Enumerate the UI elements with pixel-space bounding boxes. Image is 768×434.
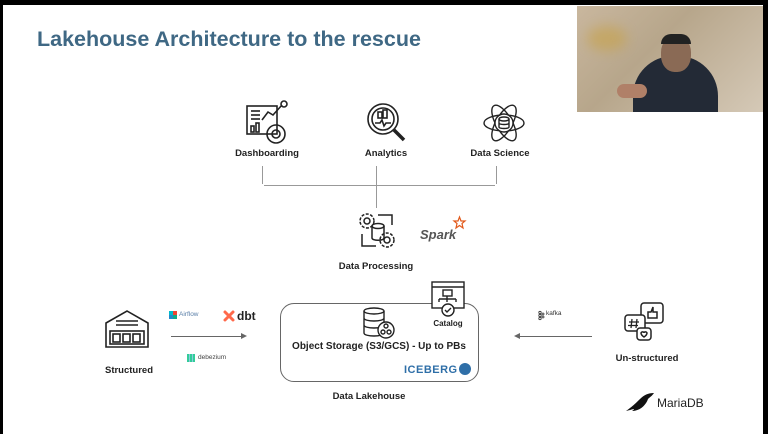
dbt-logo: dbt: [237, 309, 256, 323]
arrow-head-icon: [241, 333, 247, 339]
kafka-icon: [538, 310, 545, 321]
data-lakehouse-label: Data Lakehouse: [332, 391, 406, 402]
connector-line: [264, 185, 495, 186]
arrow-right: [171, 336, 243, 337]
dashboard-icon: [246, 100, 288, 144]
data-science-label: Data Science: [470, 148, 530, 159]
dbt-icon: [223, 310, 235, 322]
person-hand: [617, 84, 647, 98]
mariadb-logo: MariaDB: [657, 396, 704, 410]
dashboarding-label: Dashboarding: [235, 148, 299, 159]
connector-line: [496, 166, 497, 184]
arrow-head-icon: [514, 333, 520, 339]
iceberg-globe-icon: [459, 363, 471, 375]
data-lakehouse-box: [280, 303, 479, 382]
structured-label: Structured: [104, 365, 154, 376]
warehouse-icon: [105, 310, 149, 348]
atom-database-icon: [483, 104, 525, 142]
social-chat-icon: [624, 302, 664, 341]
iceberg-logo: ICEBERG: [404, 364, 458, 376]
object-storage-label: Object Storage (S3/GCS) - Up to PBs: [292, 341, 466, 352]
airflow-icon: [169, 311, 177, 319]
debezium-logo: debezium: [198, 354, 227, 361]
connector-line: [376, 166, 377, 208]
mariadb-seal-icon: [626, 393, 654, 411]
kafka-logo: kafka: [546, 310, 562, 317]
slide-title: Lakehouse Architecture to the rescue: [37, 27, 421, 51]
catalog-icon: [431, 281, 465, 317]
object-storage-icon: [363, 307, 395, 339]
spark-star-icon: [452, 215, 467, 230]
connector-line: [262, 166, 263, 184]
webcam-video: [577, 6, 763, 112]
unstructured-label: Un-structured: [615, 353, 679, 364]
gears-database-icon: [359, 213, 395, 248]
person-hair: [661, 34, 691, 44]
spark-logo: Spark: [420, 227, 457, 242]
airflow-logo: Airflow: [179, 311, 199, 318]
background-blur: [587, 26, 627, 51]
analytics-label: Analytics: [364, 148, 408, 159]
arrow-left: [520, 336, 592, 337]
debezium-icon: [187, 354, 195, 362]
data-processing-label: Data Processing: [338, 261, 414, 272]
catalog-label: Catalog: [433, 319, 463, 328]
analytics-magnifier-icon: [367, 103, 406, 142]
